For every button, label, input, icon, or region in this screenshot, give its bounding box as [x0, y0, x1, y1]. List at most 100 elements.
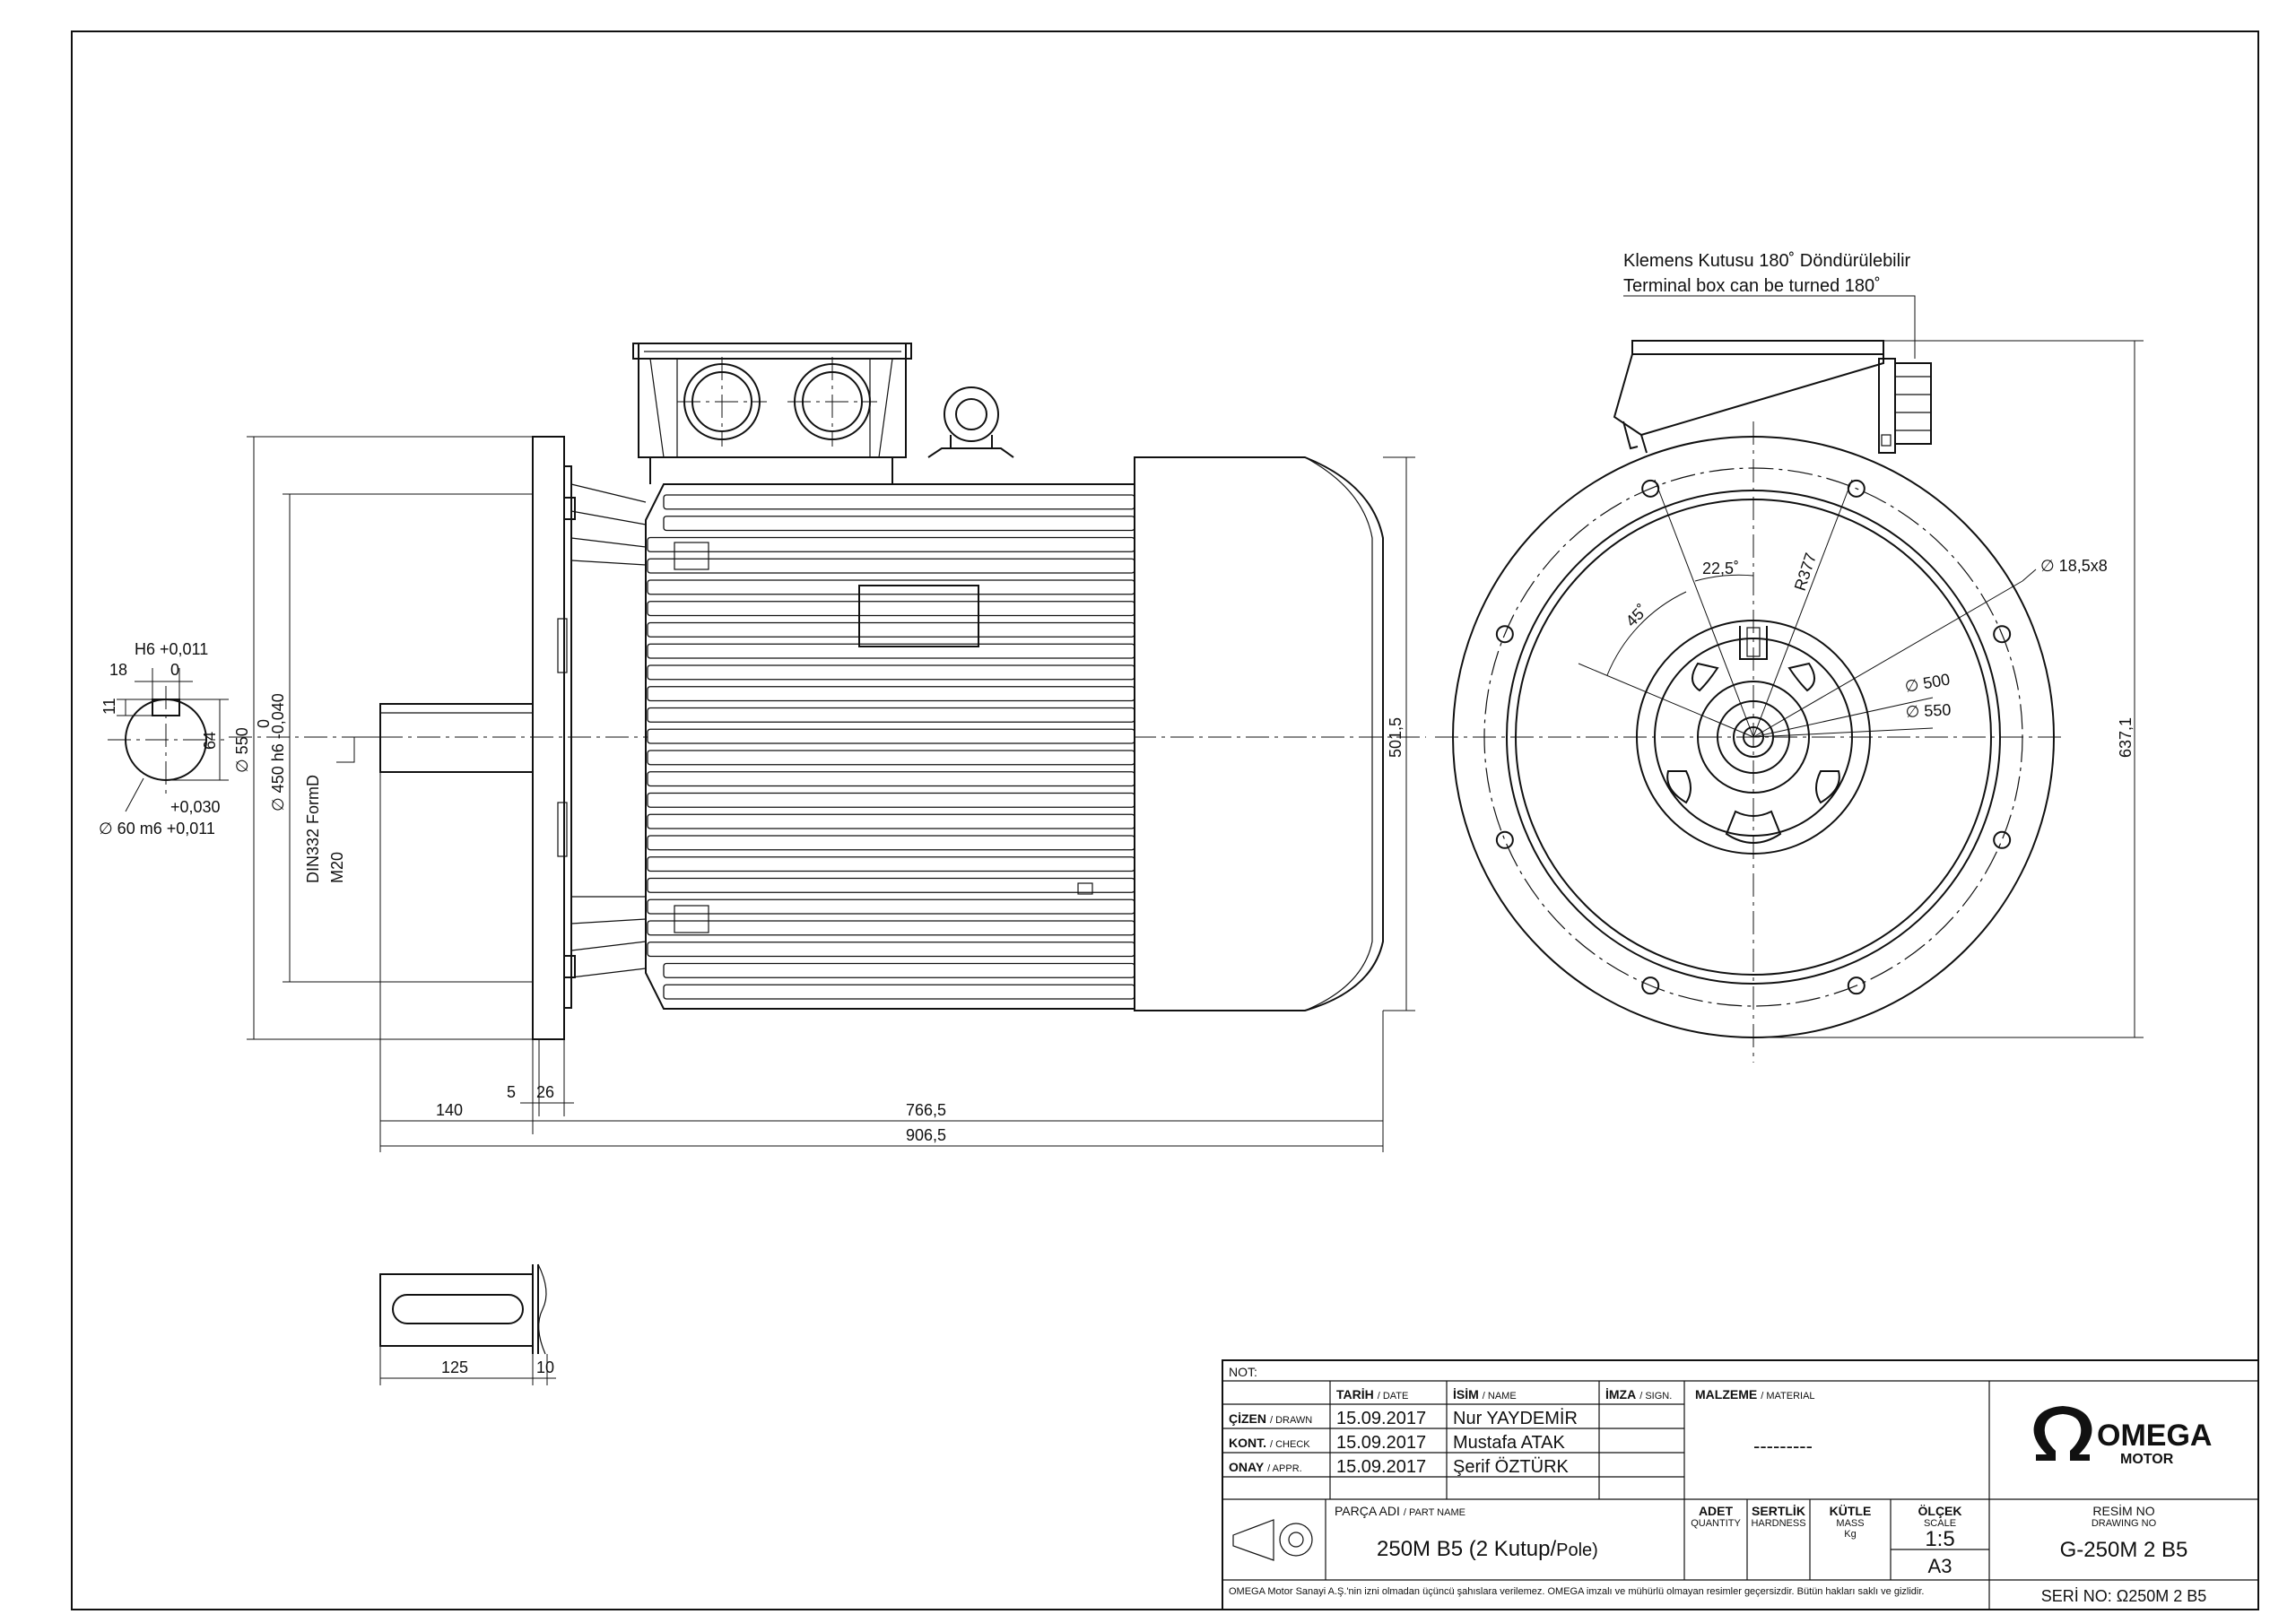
cooling-fin: [647, 856, 1135, 872]
cooling-fin: [647, 877, 1135, 893]
cooling-fin: [647, 771, 1135, 787]
shaft-keyway-tolerance: H6 +0,011: [135, 640, 208, 658]
bolt-hole: [1495, 625, 1514, 644]
flange-diameter-label: ∅ 550: [233, 727, 251, 773]
angle-45-label: 45˚: [1622, 601, 1652, 630]
angle-construction: [1578, 479, 2037, 738]
shaft-diameter: ∅ 60 m6 +0,011: [99, 820, 215, 838]
key-view: [379, 1263, 556, 1385]
radius-label: R377: [1791, 551, 1820, 593]
row-check-name: Mustafa ATAK: [1453, 1433, 1566, 1453]
qty-label: ADET: [1699, 1504, 1734, 1518]
cooling-fin: [647, 728, 1135, 744]
scale-value: 1:5: [1925, 1527, 1954, 1551]
cooling-fin: [647, 621, 1135, 638]
cooling-fin: [663, 494, 1135, 510]
date-header: TARİH/ DATE: [1336, 1387, 1408, 1402]
drawing-no-label: RESİM NO: [2092, 1503, 2154, 1518]
body-length-label: 766,5: [906, 1101, 946, 1119]
flange-ribs: [570, 483, 647, 978]
height-501-label: 501,5: [1387, 717, 1405, 758]
row-check-date: 15.09.2017: [1336, 1433, 1426, 1453]
spigot-diameter-label: ∅ 450 h6 -0,040: [269, 693, 287, 812]
scale-label-en: SCALE: [1924, 1518, 1956, 1529]
cooling-fin: [647, 792, 1135, 808]
spigot-outline: [1506, 490, 2001, 985]
part-label: PARÇA ADI/ PART NAME: [1335, 1504, 1465, 1518]
qty-label-en: QUANTITY: [1691, 1518, 1741, 1529]
flange-thickness-label: 26: [536, 1083, 554, 1101]
bolt-holes: [1495, 479, 2012, 995]
motor-body: [645, 483, 1135, 1010]
shaft-keyway-zero: 0: [170, 661, 179, 679]
cooling-fin: [647, 707, 1135, 723]
terminal-note-tr: Klemens Kutusu 180˚ Döndürülebilir: [1623, 251, 1911, 271]
cooling-fin: [647, 920, 1135, 936]
shaft-tolerance-upper: +0,030: [170, 798, 221, 816]
drawing-number: G-250M 2 B5: [2060, 1538, 2188, 1562]
cooling-fins: [647, 494, 1135, 1000]
mass-label-en: MASS: [1836, 1518, 1864, 1529]
height-637-label: 637,1: [2117, 717, 2135, 758]
flange-front-label: ∅ 550: [1905, 700, 1952, 721]
cooling-fin: [647, 942, 1135, 958]
material-value: ---------: [1753, 1435, 1813, 1457]
flange: [532, 436, 576, 1040]
paper-size: A3: [1928, 1555, 1952, 1577]
overall-height-dimension: [1753, 340, 2144, 1038]
cooling-fin: [647, 750, 1135, 766]
row-drawn-name: Nur YAYDEMİR: [1453, 1408, 1578, 1428]
shaft-height: 64: [201, 732, 219, 750]
cooling-fin: [663, 962, 1135, 978]
title-block: [1222, 1359, 2259, 1610]
bolt-hole: [1495, 830, 1514, 849]
terminal-box-front: [1613, 340, 1932, 454]
angle-22-label: 22,5˚: [1702, 560, 1739, 577]
row-appr-role: ONAY/ APPR.: [1229, 1460, 1302, 1474]
pcd-label: ∅ 500: [1903, 670, 1951, 696]
hardness-label: SERTLİK: [1752, 1504, 1805, 1518]
bolt-hole: [1847, 976, 1866, 995]
shaft-keyway-width: 18: [109, 661, 127, 679]
front-view: [1435, 295, 2144, 1063]
sheet-border: [71, 30, 2259, 1610]
row-appr-name: Şerif ÖZTÜRK: [1453, 1457, 1570, 1477]
cooling-fin: [647, 536, 1135, 552]
key-length-label: 125: [441, 1358, 468, 1376]
terminal-box: [632, 343, 912, 484]
fan-cover: [1134, 456, 1384, 1011]
mass-label: KÜTLE: [1830, 1504, 1872, 1518]
side-view: [229, 343, 1426, 1152]
cooling-fin: [647, 664, 1135, 681]
row-drawn-role: ÇİZEN/ DRAWN: [1229, 1411, 1312, 1426]
flange-gap-label: 5: [507, 1083, 516, 1101]
mass-unit: Kg: [1844, 1529, 1856, 1540]
lifting-eye: [927, 386, 1014, 458]
bolt-hole: [1641, 976, 1660, 995]
serial-number: SERİ NO: Ω250M 2 B5: [2041, 1587, 2207, 1605]
thread-label: M20: [328, 852, 346, 883]
cooling-fin: [647, 686, 1135, 702]
hardness-label-en: HARDNESS: [1751, 1518, 1805, 1529]
cooling-fin: [647, 835, 1135, 851]
side-view-dimensions: [247, 436, 1415, 1152]
row-drawn-date: 15.09.2017: [1336, 1409, 1426, 1428]
brand-name: OMEGA: [2097, 1419, 2212, 1453]
material-header: MALZEME/ MATERIAL: [1695, 1387, 1815, 1402]
projection-symbol: [1232, 1519, 1313, 1561]
drawing-no-label-en: DRAWING NO: [2092, 1518, 2157, 1529]
not-label: NOT:: [1229, 1365, 1257, 1379]
cable-gland-left: [677, 357, 767, 447]
total-length-label: 906,5: [906, 1126, 946, 1144]
cooling-fin: [647, 601, 1135, 617]
shaft-keyway-depth: 11: [100, 698, 118, 715]
cable-gland-right: [787, 357, 877, 447]
row-check-role: KONT./ CHECK: [1229, 1436, 1310, 1450]
shaft: [379, 703, 534, 773]
cooling-fin: [663, 516, 1135, 532]
key-offset-label: 10: [536, 1358, 554, 1376]
holes-label: ∅ 18,5x8: [2040, 557, 2108, 575]
footer-legal-note: OMEGA Motor Sanayi A.Ş.'nin izni olmadan…: [1229, 1586, 1924, 1597]
cooling-fin: [647, 813, 1135, 829]
